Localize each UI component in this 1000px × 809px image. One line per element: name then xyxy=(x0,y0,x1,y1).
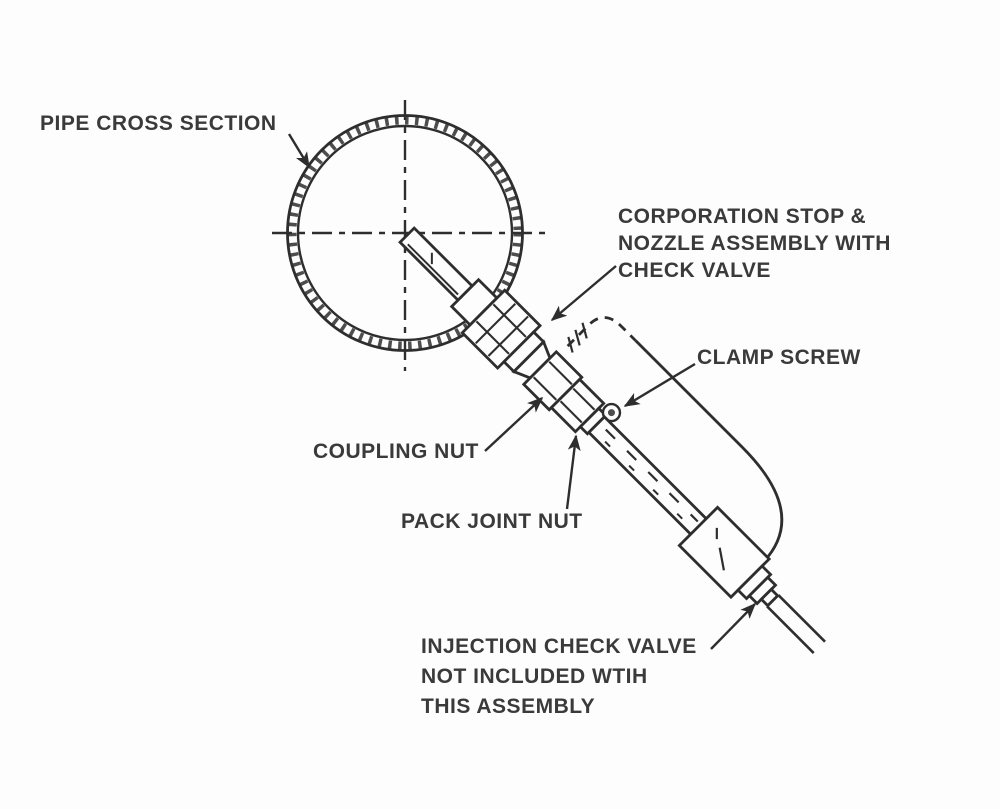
label-pack-joint-nut: PACK JOINT NUT xyxy=(401,510,583,533)
label-clamp-screw: CLAMP SCREW xyxy=(697,346,861,369)
pipe-wall-hatching xyxy=(288,116,522,350)
nozzle-tube-tick xyxy=(430,252,433,265)
label-coupling-nut: COUPLING NUT xyxy=(313,440,479,463)
injection-fitting-nut-1 xyxy=(736,564,773,601)
leader-clamp-screw xyxy=(623,362,696,408)
label-pipe-cross-section: PIPE CROSS SECTION xyxy=(40,112,277,135)
leader-corporation-stop xyxy=(550,265,617,321)
label-corporation-stop: CORPORATION STOP & NOZZLE ASSEMBLY WITH … xyxy=(618,205,891,282)
coupling-nut-part xyxy=(521,349,584,412)
leader-injection-check-valve xyxy=(710,602,757,650)
solution-tube-dashes-1 xyxy=(605,428,699,523)
leader-pipe-cross-section xyxy=(287,133,311,169)
pipe-outer-wall xyxy=(286,114,524,352)
coupling-nut-facets xyxy=(532,360,573,401)
body-dashed-corner xyxy=(566,316,637,348)
clamp-screw-slot xyxy=(607,409,615,417)
leader-lines xyxy=(287,133,757,650)
corporation-stop-body xyxy=(460,288,543,371)
lower-clamp-block xyxy=(677,505,772,600)
pipe-inner-wall xyxy=(296,124,514,342)
nozzle-tube-shading xyxy=(407,243,459,296)
lower-clamp-block-marks xyxy=(715,527,725,571)
pack-joint-nut-facets xyxy=(559,387,596,424)
label-injection-check-valve: INJECTION CHECK VALVE NOT INCLUDED WTIH … xyxy=(421,635,697,718)
leader-pack-joint-nut xyxy=(565,434,581,510)
corporation-stop-facets xyxy=(474,302,529,357)
injection-fitting-nut-2 xyxy=(747,575,778,606)
leader-coupling-nut xyxy=(484,396,544,452)
nozzle-tube xyxy=(398,226,475,303)
injection-pipe-lines xyxy=(766,594,826,654)
pack-joint-nut-part xyxy=(549,377,606,434)
body-clamp-hatching xyxy=(567,322,588,353)
injection-assembly-drawing xyxy=(398,226,826,654)
solution-tube xyxy=(586,414,710,538)
body-outline xyxy=(634,339,784,567)
